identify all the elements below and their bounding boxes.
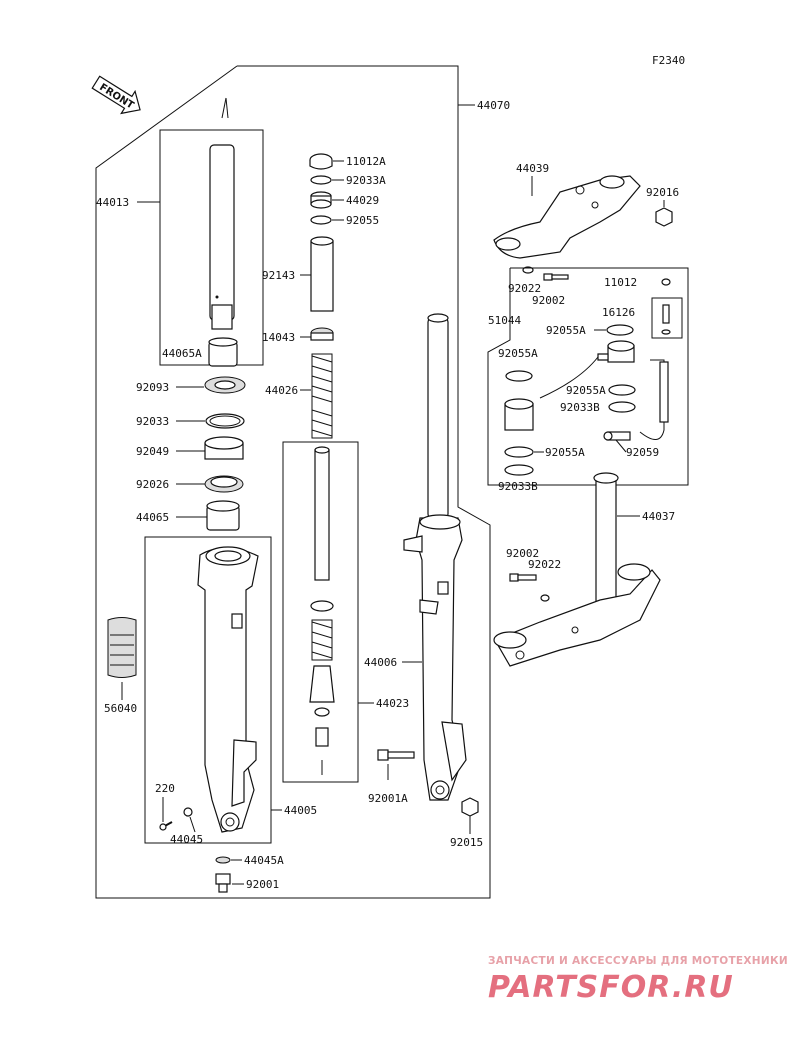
label-44029: 44029: [346, 194, 379, 207]
washer-92022-mid: [540, 594, 550, 602]
label-44039: 44039: [516, 162, 549, 175]
watermark-brand: PARTSFOR.RU: [488, 970, 734, 1005]
label-51044: 51044: [488, 314, 521, 327]
washer-92049: [204, 436, 244, 460]
label-92002-top: 92002: [532, 294, 565, 307]
label-44045: 44045: [170, 833, 203, 846]
valve-92059: [603, 431, 631, 441]
oring-92033B-1: [608, 401, 636, 413]
oring-92055A-2: [505, 370, 533, 382]
label-92033B-1: 92033B: [560, 401, 600, 414]
label-11012A: 11012A: [346, 155, 386, 168]
box-44023: [282, 441, 359, 783]
washer-92026: [204, 475, 244, 493]
label-44006: 44006: [364, 656, 397, 669]
bolt-92002-mid: [509, 573, 537, 582]
label-92033: 92033: [136, 415, 169, 428]
front-arrow-icon: FRONT: [91, 75, 141, 115]
spring-44026: [311, 353, 333, 439]
label-56040: 56040: [104, 702, 137, 715]
bolt-92002-top: [543, 273, 569, 281]
label-92055A-1: 92055A: [546, 324, 586, 337]
inner-tube-44013: [209, 144, 235, 330]
label-92001A: 92001A: [368, 792, 408, 805]
bushing-44065A: [208, 337, 238, 367]
box-44005: [144, 536, 272, 844]
label-44065A: 44065A: [162, 347, 202, 360]
label-92033A: 92033A: [346, 174, 386, 187]
label-44013: 44013: [96, 196, 129, 209]
nut-92016: [655, 207, 673, 227]
watermark-tagline: ЗАПЧАСТИ И АКСЕССУАРЫ ДЛЯ МОТОТЕХНИКИ: [488, 955, 788, 967]
washer-92055: [310, 215, 332, 225]
outer-tube-44005: [197, 546, 259, 833]
bolt-92001: [215, 873, 231, 893]
label-92016: 92016: [646, 186, 679, 199]
cap-11012A: [309, 153, 333, 170]
cap-11012: [661, 278, 671, 286]
label-92026: 92026: [136, 478, 169, 491]
upper-clamp-44039: [493, 175, 641, 259]
label-44045A: 44045A: [244, 854, 284, 867]
label-92022-mid: 92022: [528, 558, 561, 571]
nut-92015: [461, 797, 479, 817]
damper-rod: [309, 446, 335, 775]
screw-220: [159, 821, 173, 831]
label-92055A-3: 92055A: [566, 384, 606, 397]
steering-stem-44037: [493, 472, 661, 667]
fork-44006: [403, 313, 467, 801]
diagram-code: F2340: [652, 54, 685, 67]
oring-92033A: [310, 175, 332, 185]
part-44029: [310, 191, 332, 209]
valve-16126: [651, 297, 683, 339]
label-92093: 92093: [136, 381, 169, 394]
oring-92033B-2: [504, 464, 534, 476]
label-92022-top: 92022: [508, 282, 541, 295]
label-44065: 44065: [136, 511, 169, 524]
washer-44045: [183, 807, 193, 817]
oring-92055A-4: [504, 446, 534, 458]
assembly-frame: [95, 65, 491, 899]
label-44026: 44026: [265, 384, 298, 397]
label-11012: 11012: [604, 276, 637, 289]
label-92049: 92049: [136, 445, 169, 458]
label-92055: 92055: [346, 214, 379, 227]
part-14043: [310, 327, 334, 341]
label-92055A-2: 92055A: [498, 347, 538, 360]
label-92002-mid: 92002: [506, 547, 539, 560]
oil-seal-92093: [204, 376, 246, 394]
label-92143: 92143: [262, 269, 295, 282]
label-44005: 44005: [284, 804, 317, 817]
collar-92143: [310, 236, 334, 312]
circlip-92033: [205, 413, 245, 429]
label-92059: 92059: [626, 446, 659, 459]
bushing-44065: [206, 500, 240, 531]
label-44037: 44037: [642, 510, 675, 523]
label-44023: 44023: [376, 697, 409, 710]
oring-92055A-1: [606, 324, 634, 336]
label-92033B-2: 92033B: [498, 480, 538, 493]
label-92055A-4: 92055A: [545, 446, 585, 459]
label-92015: 92015: [450, 836, 483, 849]
bolt-92001A: [377, 749, 415, 761]
label-14043: 14043: [262, 331, 295, 344]
oring-92055A-3: [608, 384, 636, 396]
label-220: 220: [155, 782, 175, 795]
reflector-56040: [107, 617, 137, 678]
box-51044: [487, 267, 689, 486]
label-44070: 44070: [477, 99, 510, 112]
label-92001: 92001: [246, 878, 279, 891]
gasket-44045A: [215, 856, 231, 864]
label-16126: 16126: [602, 306, 635, 319]
air-joint-pipe: [504, 340, 669, 440]
